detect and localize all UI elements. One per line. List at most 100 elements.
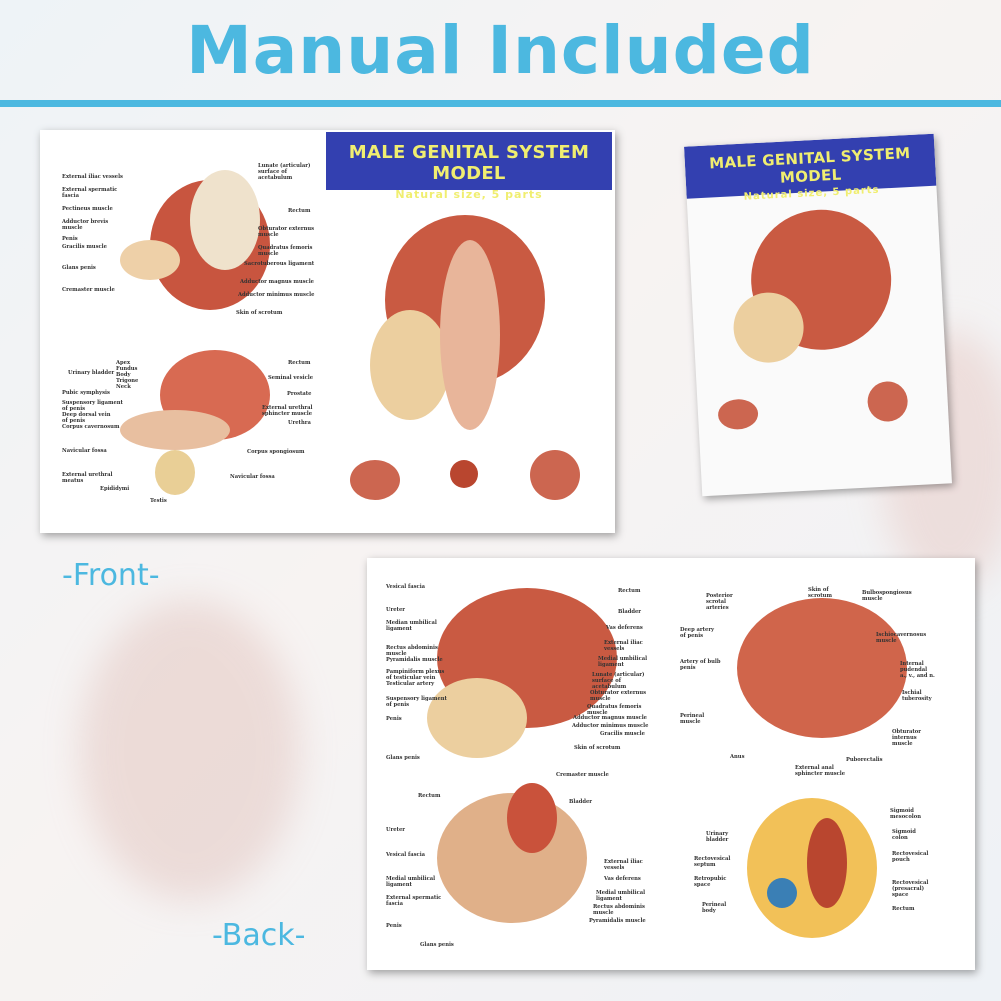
anatomy-illustration (767, 878, 797, 908)
anatomy-label: External urethral meatus (62, 472, 113, 484)
anatomy-label: Medial umbilical ligament (598, 656, 648, 668)
anatomy-label: Corpus spongiosum (247, 449, 305, 455)
anatomy-label: Retropubic space (694, 876, 727, 888)
anatomy-label: Urinary bladder (706, 831, 729, 843)
anatomy-label: Obturator internus muscle (892, 729, 921, 747)
anatomy-label: Pyramidalis muscle (589, 918, 646, 924)
anatomy-label: Ischiocavernosus muscle (876, 632, 927, 644)
anatomy-label: Obturator externus muscle (590, 690, 647, 702)
anatomy-label: Urethra (288, 420, 311, 426)
front-banner: MALE GENITAL SYSTEM MODEL Natural size, … (326, 132, 612, 201)
anatomy-label: Obturator externus muscle (258, 226, 315, 238)
banner-subtitle: Natural size, 5 parts (395, 188, 543, 201)
anatomy-illustration (807, 818, 847, 908)
anatomy-label: Pubic symphysis (62, 390, 110, 396)
anatomy-label: Rectovesical pouch (892, 851, 929, 863)
anatomy-label: Artery of bulb penis (680, 659, 721, 671)
model-part-photo (530, 450, 580, 500)
anatomy-label: External iliac vessels (604, 859, 643, 871)
anatomy-label: Penis (386, 716, 402, 722)
anatomy-label: Lunate (articular) surface of acetabulum (258, 163, 311, 181)
model-part-photo (350, 460, 400, 500)
anatomy-label: Pectineus muscle (62, 206, 113, 212)
anatomy-illustration (190, 170, 260, 270)
anatomy-label: Perineal muscle (680, 713, 705, 725)
anatomy-label: Adductor magnus muscle (573, 715, 647, 721)
anatomy-label: Glans penis (420, 942, 454, 948)
anatomy-label: Rectum (418, 793, 441, 799)
anatomy-label: Rectum (288, 208, 311, 214)
model-photo (737, 598, 907, 738)
anatomy-label: Testis (150, 498, 167, 504)
model-photo (440, 240, 500, 430)
background-decoration (80, 600, 300, 900)
anatomy-label: Ischial tuberosity (902, 690, 932, 702)
model-photo (427, 678, 527, 758)
anatomy-label: Sigmoid colon (892, 829, 916, 841)
anatomy-label: Vas deferens (606, 625, 643, 631)
anatomy-illustration (120, 410, 230, 450)
anatomy-label: Suspensory ligament of penis (62, 400, 123, 412)
anatomy-label: Posterior scrotal arteries (706, 593, 733, 611)
anatomy-label: Gracilis muscle (600, 731, 645, 737)
anatomy-label: Adductor magnus muscle (240, 279, 314, 285)
anatomy-label: Cremaster muscle (556, 772, 609, 778)
anatomy-label: Internal pudendal a., v., and n. (900, 661, 935, 679)
anatomy-label: Ureter (386, 607, 405, 613)
anatomy-label: Medial umbilical ligament (596, 890, 646, 902)
anatomy-label: Bulbospongiosus muscle (862, 590, 912, 602)
anatomy-label: Adductor minimus muscle (572, 723, 649, 729)
title-divider (0, 100, 1001, 107)
anatomy-label: Rectum (618, 588, 641, 594)
anatomy-label: External iliac vessels (604, 640, 643, 652)
anatomy-label: Adductor brevis muscle (62, 219, 109, 231)
anatomy-label: Adductor minimus muscle (238, 292, 315, 298)
anatomy-label: Navicular fossa (62, 448, 107, 454)
anatomy-label: Vas deferens (604, 876, 641, 882)
manual-cover: MALE GENITAL SYSTEM MODEL Natural size, … (684, 133, 952, 497)
anatomy-label: Urinary bladder (68, 370, 115, 376)
anatomy-label: External iliac vessels (62, 174, 123, 180)
model-photo (370, 310, 450, 420)
anatomy-label: Vesical fascia (386, 852, 426, 858)
anatomy-label: Navicular fossa (230, 474, 275, 480)
anatomy-label: Vesical fascia (386, 584, 426, 590)
model-part-photo (717, 398, 759, 431)
front-caption: -Front- (62, 558, 160, 593)
banner-title: MALE GENITAL SYSTEM MODEL (348, 142, 590, 184)
page-title: Manual Included (186, 12, 815, 89)
anatomy-label: Rectus abdominis muscle (593, 904, 645, 916)
manual-back-page (367, 558, 975, 970)
anatomy-label: Quadratus femoris muscle (258, 245, 313, 257)
anatomy-label: Prostate (287, 391, 312, 397)
anatomy-label: Suspensory ligament of penis (386, 696, 447, 708)
anatomy-label: Deep artery of penis (680, 627, 715, 639)
cover-banner: MALE GENITAL SYSTEM MODEL Natural size, … (684, 133, 937, 203)
anatomy-label: Skin of scrotum (574, 745, 621, 751)
anatomy-illustration (155, 450, 195, 495)
anatomy-label: Rectum (288, 360, 311, 366)
anatomy-label: Lunate (articular) surface of acetabulum (592, 672, 645, 690)
anatomy-label: External spermatic fascia (386, 895, 442, 907)
anatomy-label: Rectovesical septum (694, 856, 731, 868)
manual-front-page: MALE GENITAL SYSTEM MODEL Natural size, … (40, 130, 615, 533)
anatomy-label: Pampiniform plexus of testicular vein (386, 669, 445, 681)
anatomy-label: Penis (62, 236, 78, 242)
anatomy-label: Epididymi (100, 486, 130, 492)
anatomy-label: External urethral sphincter muscle (262, 405, 313, 417)
model-part-photo (450, 460, 478, 488)
anatomy-label: Corpus cavernosum (62, 424, 120, 430)
anatomy-label: Ureter (386, 827, 405, 833)
anatomy-label: Rectovesical (presacral) space (892, 880, 929, 898)
anatomy-label: Bladder (618, 609, 642, 615)
model-photo (507, 783, 557, 853)
anatomy-label: External anal sphincter muscle (795, 765, 846, 777)
anatomy-label: Medial umbilical ligament (386, 876, 436, 888)
anatomy-label: Pyramidalis muscle (386, 657, 443, 663)
anatomy-label: Sacrotuberous ligament (244, 261, 315, 267)
anatomy-label: Median umbilical ligament (386, 620, 437, 632)
anatomy-illustration (120, 240, 180, 280)
anatomy-label: External spermatic fascia (62, 187, 118, 199)
anatomy-label: Glans penis (386, 755, 420, 761)
anatomy-label: Sigmoid mesocolon (890, 808, 921, 820)
